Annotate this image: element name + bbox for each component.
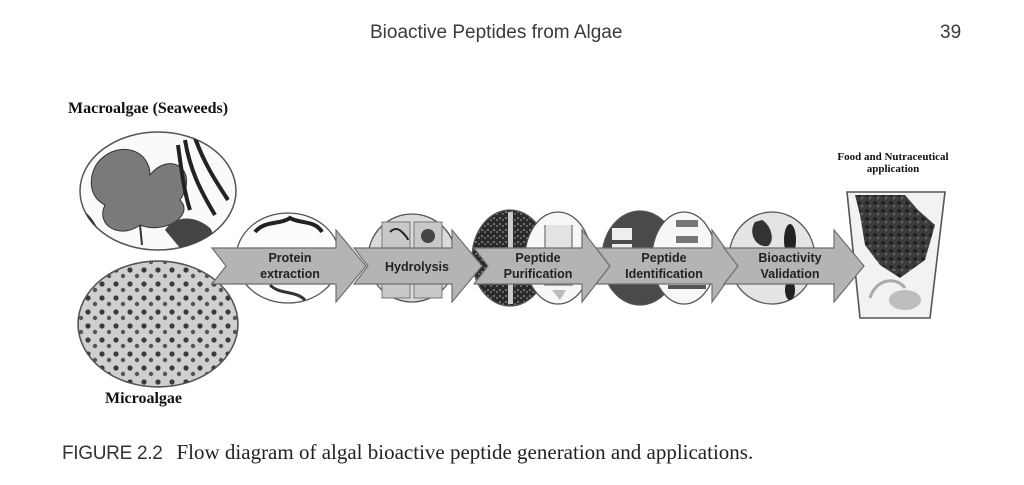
microalgae-image [77,260,239,388]
output-label: Food and Nutraceutical application [828,151,958,175]
step-1-line1: Protein [268,251,311,265]
step-1-line2: extraction [260,267,320,281]
flow-diagram: Macroalgae (Seaweeds) Microalgae Food an… [68,100,958,407]
figure-caption: FIGURE 2.2 Flow diagram of algal bioactiv… [62,440,753,465]
step-5-line2: Validation [760,267,819,281]
step-4-line1: Peptide [641,251,686,265]
macroalgae-label: Macroalgae (Seaweeds) [68,100,229,117]
arrow-hydrolysis [352,228,483,304]
food-nutraceutical-image [846,191,946,319]
arrow-identification [594,228,739,304]
step-3-line2: Purification [504,267,573,281]
step-4-line2: Identification [625,267,703,281]
figure-number: FIGURE 2.2 [62,443,163,464]
macroalgae-image [79,131,237,251]
arrow-validation [722,228,865,304]
output-label-line1: Food and Nutraceutical [837,151,949,163]
microalgae-label: Microalgae [105,390,183,407]
diagram-graphics: Protein extraction Hydrolysis Peptide Pu… [77,131,946,388]
step-3-line1: Peptide [515,251,560,265]
running-header-title: Bioactive Peptides from Algae [370,22,623,43]
step-2-line1: Hydrolysis [385,260,449,274]
step-5-line1: Bioactivity [758,251,821,265]
arrow-purification [472,228,611,304]
arrow-protein-extraction [210,228,367,304]
page-number: 39 [940,22,962,43]
figure-caption-text: Flow diagram of algal bioactive peptide … [176,440,754,464]
output-label-line2: application [866,163,920,175]
